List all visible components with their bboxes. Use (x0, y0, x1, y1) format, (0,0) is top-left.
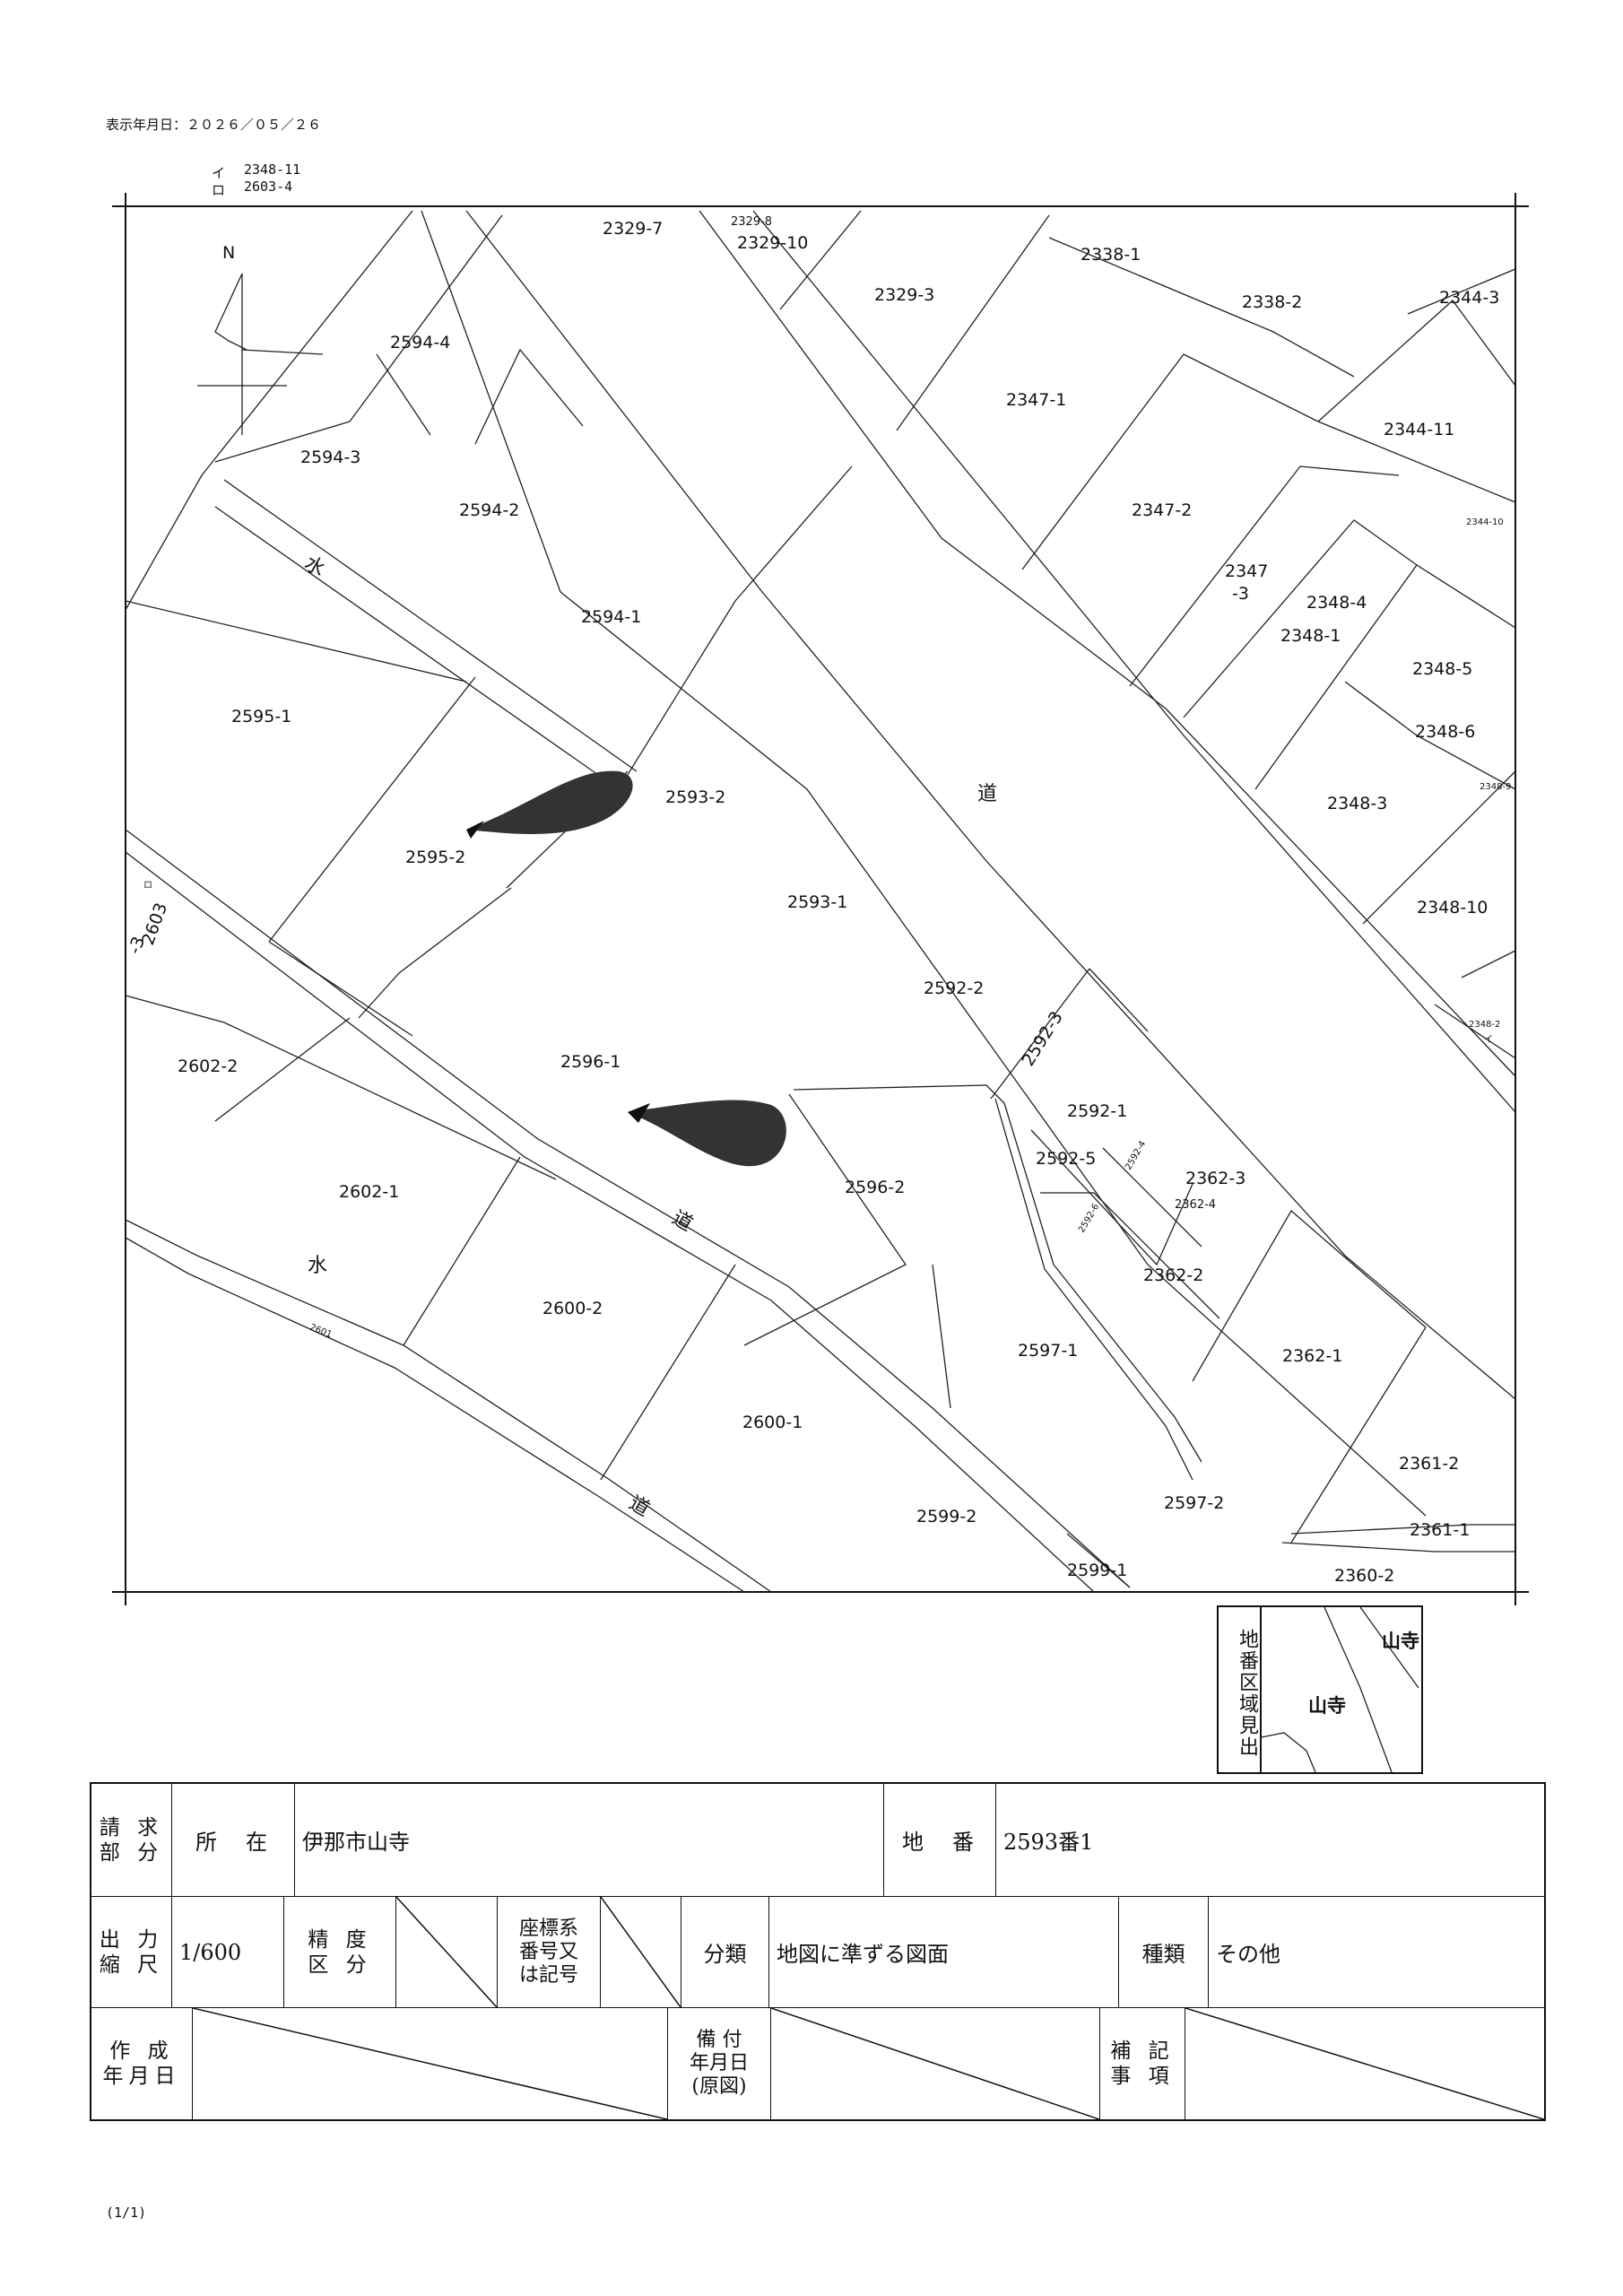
cadastral-map: N (112, 193, 1529, 1605)
location-value: 伊那市山寺 (295, 1784, 884, 1897)
created-date-value (193, 2008, 668, 2119)
info-table: 請 求 部 分 所 在 伊那市山寺 地 番 2593番1 出 力 縮 尺 1/6… (90, 1782, 1546, 2121)
lot-2344-10: 2344-10 (1466, 517, 1504, 527)
lot-2344-11: 2344-11 (1384, 420, 1454, 439)
road-label-1: 道 (977, 783, 997, 805)
lot-2597-1: 2597-1 (1018, 1341, 1078, 1361)
legend-ro-value: 2603-4 (244, 178, 293, 195)
lot-2329-10: 2329-10 (737, 233, 808, 253)
seal-mark-icon (466, 770, 633, 839)
attached-date-label: 備 付 年月日 (原図) (668, 2008, 771, 2119)
lot-2344-3: 2344-3 (1439, 288, 1499, 308)
coordinate-system-value (601, 1897, 681, 2008)
lot-2594-1: 2594-1 (581, 607, 641, 627)
water-label-2: 水 (308, 1255, 327, 1277)
lot-2594-4: 2594-4 (390, 333, 450, 352)
lot-2594-3: 2594-3 (300, 448, 360, 467)
lot-2347-2: 2347-2 (1132, 500, 1192, 520)
lot-2594-2: 2594-2 (459, 500, 519, 520)
lot-2592-2: 2592-2 (924, 978, 984, 998)
lot-2361-2: 2361-2 (1399, 1454, 1459, 1474)
lot-2348-5: 2348-5 (1412, 659, 1472, 679)
legend-i-mark: イ (212, 165, 226, 181)
area-index-label-2: 山寺 (1308, 1695, 1346, 1717)
lot-2348-2: 2348-2 (1469, 1020, 1500, 1030)
water-label-1: 水 (300, 552, 329, 582)
classification-value: 地図に準ずる図面 (769, 1897, 1119, 2008)
lot-2603-ro: ロ (143, 881, 152, 891)
seal-mark-icon (628, 1100, 786, 1167)
lot-2347-3b: -3 (1232, 584, 1249, 604)
attached-date-value (771, 2008, 1100, 2119)
lot-2602-2: 2602-2 (178, 1057, 238, 1076)
type-value: その他 (1209, 1897, 1544, 2008)
notes-label: 補 記 事 項 (1100, 2008, 1185, 2119)
page-number: (1/1) (106, 2205, 147, 2221)
lot-2329-3: 2329-3 (874, 285, 934, 305)
lot-2347-3a: 2347 (1225, 561, 1268, 581)
coordinate-system-label: 座標系 番号又 は記号 (498, 1897, 601, 2008)
precision-label: 精 度 区 分 (284, 1897, 396, 2008)
lot-2596-2: 2596-2 (845, 1178, 905, 1197)
lot-2592-6: 2592-6 (1077, 1202, 1101, 1234)
lot-2329-7: 2329-7 (603, 219, 663, 239)
lot-number-label: 地 番 (884, 1784, 996, 1897)
lot-2362-4: 2362-4 (1175, 1198, 1216, 1212)
lot-2338-1: 2338-1 (1081, 245, 1141, 265)
lot-2601: 2601 (308, 1323, 334, 1341)
road-label-2: 道 (668, 1207, 697, 1237)
notes-value (1185, 2008, 1544, 2119)
lot-2595-1: 2595-1 (231, 707, 291, 726)
lot-2348-2-i: イ (1484, 1035, 1493, 1045)
legend-i-value: 2348-11 (244, 161, 301, 178)
lot-number-value: 2593番1 (996, 1784, 1544, 1897)
lot-2361-1: 2361-1 (1410, 1520, 1470, 1540)
lot-2600-1: 2600-1 (742, 1413, 803, 1432)
north-arrow-icon (197, 273, 287, 435)
lot-2329-8: 2329-8 (731, 215, 772, 229)
lot-2348-10: 2348-10 (1417, 898, 1488, 918)
lot-2362-3: 2362-3 (1185, 1169, 1245, 1188)
lot-2362-2: 2362-2 (1143, 1265, 1203, 1285)
type-label: 種類 (1119, 1897, 1209, 2008)
lot-2347-1: 2347-1 (1006, 390, 1066, 410)
lot-2602-1: 2602-1 (339, 1182, 399, 1202)
lot-2597-2: 2597-2 (1164, 1493, 1224, 1513)
lot-2348-1: 2348-1 (1280, 626, 1341, 646)
lot-2593-2: 2593-2 (665, 787, 725, 807)
lot-2348-9: 2348-9 (1480, 782, 1511, 792)
lot-2592-3: 2592-3 (1019, 1008, 1067, 1070)
lot-2348-4: 2348-4 (1306, 593, 1367, 613)
lot-2338-2: 2338-2 (1242, 292, 1302, 312)
display-date: 表示年月日：２０２６／０５／２６ (106, 117, 322, 133)
lot-2360-2: 2360-2 (1334, 1566, 1394, 1586)
area-index-title: 地番区域見出 (1219, 1607, 1262, 1772)
lot-2362-1: 2362-1 (1282, 1346, 1342, 1366)
lot-2592-5: 2592-5 (1036, 1149, 1096, 1169)
created-date-label: 作 成 年月日 (91, 2008, 193, 2119)
lot-2348-6: 2348-6 (1415, 722, 1475, 742)
north-label: N (222, 243, 235, 263)
lot-2348-3: 2348-3 (1327, 794, 1387, 813)
legend-ro-mark: ロ (212, 182, 226, 198)
area-index-lines (1262, 1607, 1419, 1772)
lot-2599-1: 2599-1 (1067, 1561, 1127, 1580)
area-index-label-1: 山寺 (1382, 1631, 1419, 1652)
lot-2595-2: 2595-2 (405, 848, 465, 867)
precision-value (396, 1897, 498, 2008)
lot-2592-4: 2592-4 (1124, 1139, 1148, 1171)
lot-2596-1: 2596-1 (560, 1052, 621, 1072)
lot-2593-1: 2593-1 (787, 892, 847, 912)
scale-value: 1/600 (172, 1897, 284, 2008)
location-label: 所 在 (172, 1784, 295, 1897)
lot-2592-1: 2592-1 (1067, 1101, 1127, 1121)
classification-label: 分類 (681, 1897, 769, 2008)
lot-2600-2: 2600-2 (542, 1299, 603, 1318)
scale-label: 出 力 縮 尺 (91, 1897, 172, 2008)
request-label: 請 求 部 分 (91, 1784, 172, 1897)
area-index-box: 地番区域見出 山寺 山寺 (1217, 1605, 1423, 1774)
lot-2599-2: 2599-2 (916, 1507, 976, 1526)
